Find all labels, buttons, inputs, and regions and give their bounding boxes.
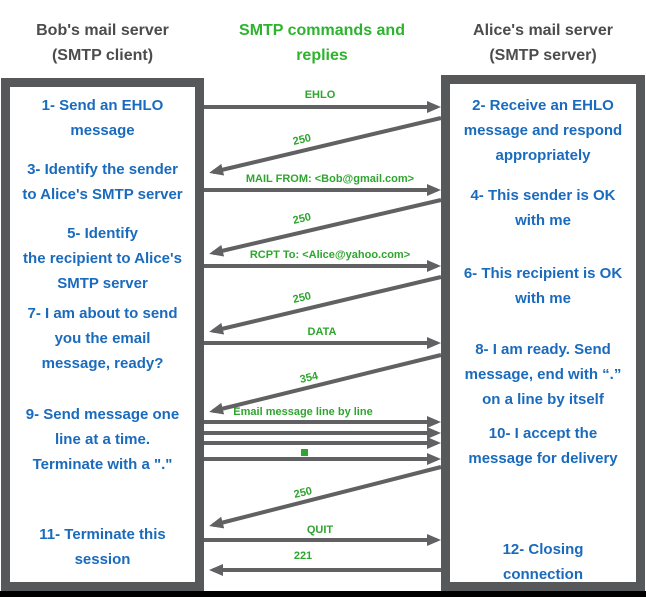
- client-server-box: [1, 78, 204, 591]
- label-quit: QUIT: [306, 524, 334, 536]
- server-step-10: 10- I accept the message for delivery: [468, 425, 618, 467]
- center-column-header: SMTP commands and replies: [239, 22, 405, 64]
- client-step-11: 11- Terminate this session: [39, 526, 166, 568]
- client-step-9: 9- Send message one line at a time. Term…: [25, 406, 180, 473]
- label-rcpt-to: RCPT To: <Alice@yahoo.com>: [249, 249, 411, 261]
- server-step-6: 6- This recipient is OK with me: [463, 265, 623, 307]
- label-mail-from: MAIL FROM: <Bob@gmail.com>: [245, 173, 415, 185]
- server-step-8: 8- I am ready. Send message, end with “.…: [464, 341, 622, 408]
- server-column-header: Alice's mail server (SMTP server): [473, 22, 613, 64]
- label-data: DATA: [307, 326, 337, 338]
- client-step-7: 7- I am about to send you the email mess…: [27, 305, 178, 372]
- arrow-reply-250-4: [209, 465, 442, 529]
- client-column-header: Bob's mail server (SMTP client): [36, 22, 169, 64]
- client-step-5: 5- Identify the recipient to Alice's SMT…: [23, 225, 182, 292]
- arrow-reply-250-1: [209, 116, 442, 176]
- arrow-reply-250-3: [209, 275, 442, 335]
- server-step-4: 4- This sender is OK with me: [470, 187, 616, 229]
- client-step-1: 1- Send an EHLO message: [41, 97, 164, 139]
- server-step-2: 2- Receive an EHLO message and respond a…: [463, 97, 623, 164]
- server-server-box: [441, 75, 645, 591]
- label-email-lines: Email message line by line: [233, 406, 373, 418]
- terminating-dot-icon: [301, 449, 308, 456]
- server-step-12: 12- Closing connection: [502, 541, 584, 583]
- bottom-divider: [0, 591, 646, 597]
- label-reply-250-2: 250: [291, 211, 313, 227]
- label-reply-250-3: 250: [291, 290, 313, 306]
- label-ehlo: EHLO: [304, 89, 336, 101]
- label-reply-250-1: 250: [291, 132, 313, 148]
- client-step-3: 3- Identify the sender to Alice's SMTP s…: [22, 161, 183, 203]
- arrow-reply-250-2: [209, 198, 442, 257]
- label-reply-250-4: 250: [292, 485, 314, 501]
- arrow-reply-354: [209, 353, 442, 415]
- label-reply-221: 221: [293, 550, 313, 562]
- label-reply-354: 354: [298, 370, 320, 386]
